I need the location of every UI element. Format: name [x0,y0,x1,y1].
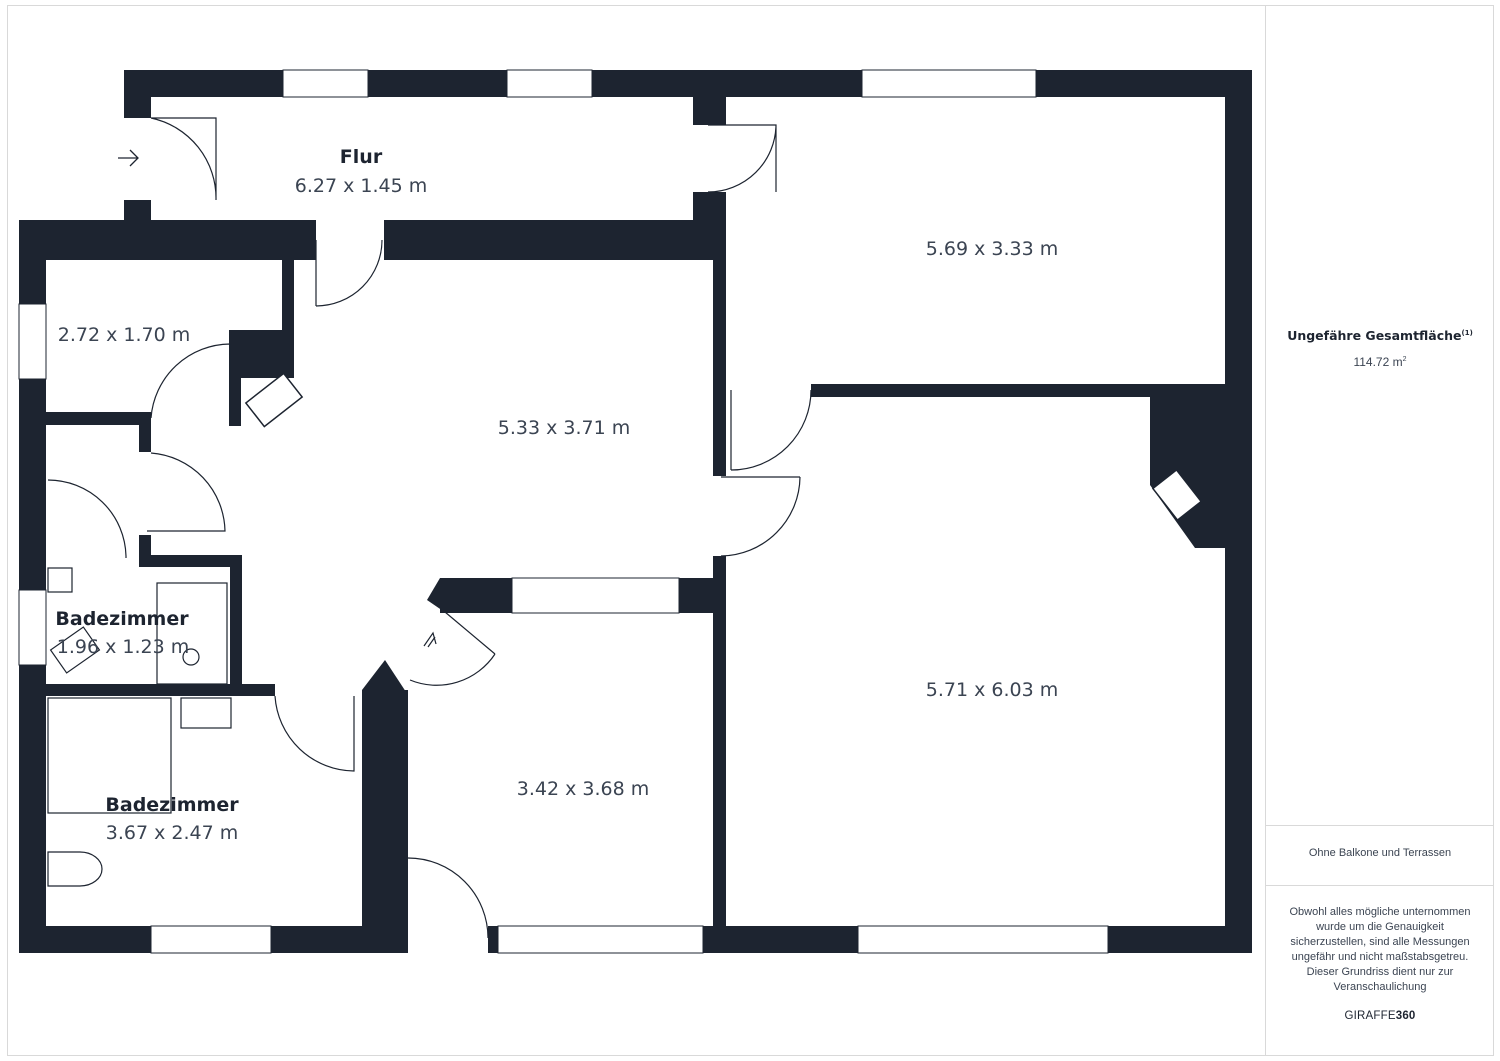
total-area-unit-exponent: 2 [1402,356,1407,363]
total-area-label: Ungefähre Gesamtfläche [1287,328,1462,343]
exterior-walls [19,70,1252,953]
total-area-footnote: (1) [1461,328,1473,337]
room-name-bath-small: Badezimmer [55,608,189,630]
room-dims-bottom-middle: 3.42 x 3.68 m [517,778,649,800]
room-name-bath-large: Badezimmer [105,794,239,816]
room-dims-bath-large: 3.67 x 2.47 m [106,822,238,844]
disclaimer-text: Obwohl alles mögliche unternommen wurde … [1289,906,1471,993]
info-sidebar: Ungefähre Gesamtfläche(1) 114.72 m2 Ohne… [1265,5,1494,1056]
room-dims-top-right: 5.69 x 3.33 m [926,238,1058,260]
doors [47,117,812,939]
brand-suffix: 360 [1395,1010,1416,1022]
interior-walls [46,97,1225,926]
brand-logo: GIRAFFE360 [1266,1010,1494,1022]
entry-arrow-icon [118,149,139,167]
windows [18,69,1109,954]
total-area-value: 114.72 m2 [1266,355,1494,369]
area-note: Ohne Balkone und Terrassen [1308,847,1452,859]
total-area-title: Ungefähre Gesamtfläche(1) [1266,328,1494,343]
total-area-number: 114.72 m [1353,355,1403,369]
divider [1266,885,1494,886]
brand-prefix: GIRAFFE [1344,1010,1396,1022]
room-dims-bottom-right: 5.71 x 6.03 m [926,679,1058,701]
room-dims-central: 5.33 x 3.71 m [498,417,630,439]
floor-plan: Flur 6.27 x 1.45 m 5.69 x 3.33 m 2.72 x … [18,69,1252,954]
room-dims-small-room: 2.72 x 1.70 m [58,324,190,346]
divider [1266,825,1494,826]
door-swing-arrow-icon [423,631,437,648]
room-dims-bath-small: 1.96 x 1.23 m [57,636,189,658]
bathroom-fixtures [47,567,232,887]
room-name-flur: Flur [340,146,383,168]
page-frame [7,5,1494,1056]
fireplace-details [244,372,1203,522]
room-dims-flur: 6.27 x 1.45 m [295,175,427,197]
